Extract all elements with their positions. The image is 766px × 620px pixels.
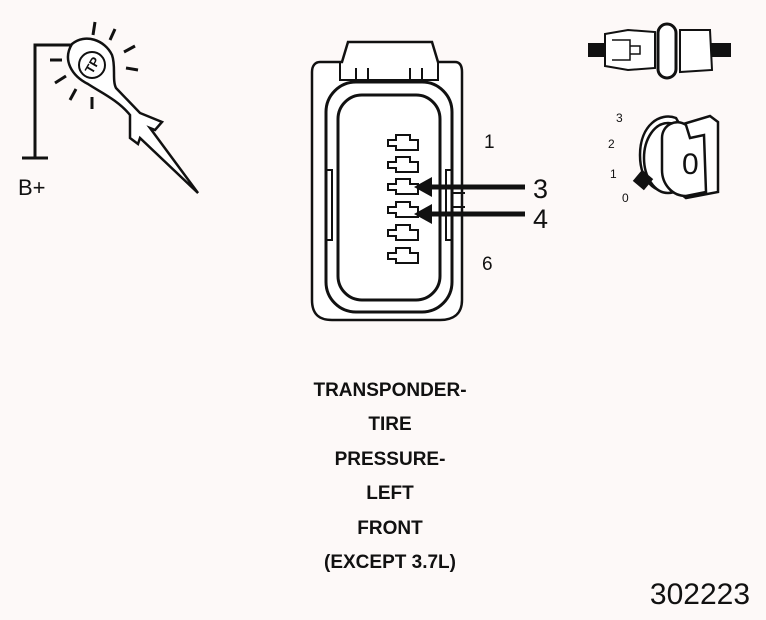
pin-label-first: 1 (484, 132, 495, 153)
caption-line-3: PRESSURE- (334, 449, 446, 470)
key-position-0: 0 (622, 191, 629, 205)
key-mark: 0 (682, 148, 699, 181)
caption-line-6: (EXCEPT 3.7L) (324, 552, 456, 573)
key-position-3: 3 (616, 111, 623, 125)
caption-line-5: FRONT (357, 518, 423, 539)
caption-line-4: LEFT (366, 483, 414, 504)
probe-arrow-a (414, 177, 525, 197)
caption-line-1: TRANSPONDER- (313, 380, 467, 401)
key-position-2: 2 (608, 137, 615, 151)
pin-label-last: 6 (482, 254, 493, 275)
test-lamp-icon (22, 21, 200, 194)
connector-housing (310, 40, 464, 322)
probe-arrow-b (414, 204, 525, 224)
ignition-switch-icon (632, 114, 720, 200)
tester-badge: TP (82, 54, 103, 76)
probe-pin-a: 3 (533, 174, 548, 204)
caption-line-2: TIRE (368, 414, 412, 435)
figure-id: 302223 (649, 578, 750, 611)
key-position-1: 1 (610, 167, 617, 181)
probe-pin-b: 4 (533, 204, 548, 234)
supply-label: B+ (18, 175, 46, 200)
disconnect-icon (588, 22, 731, 80)
